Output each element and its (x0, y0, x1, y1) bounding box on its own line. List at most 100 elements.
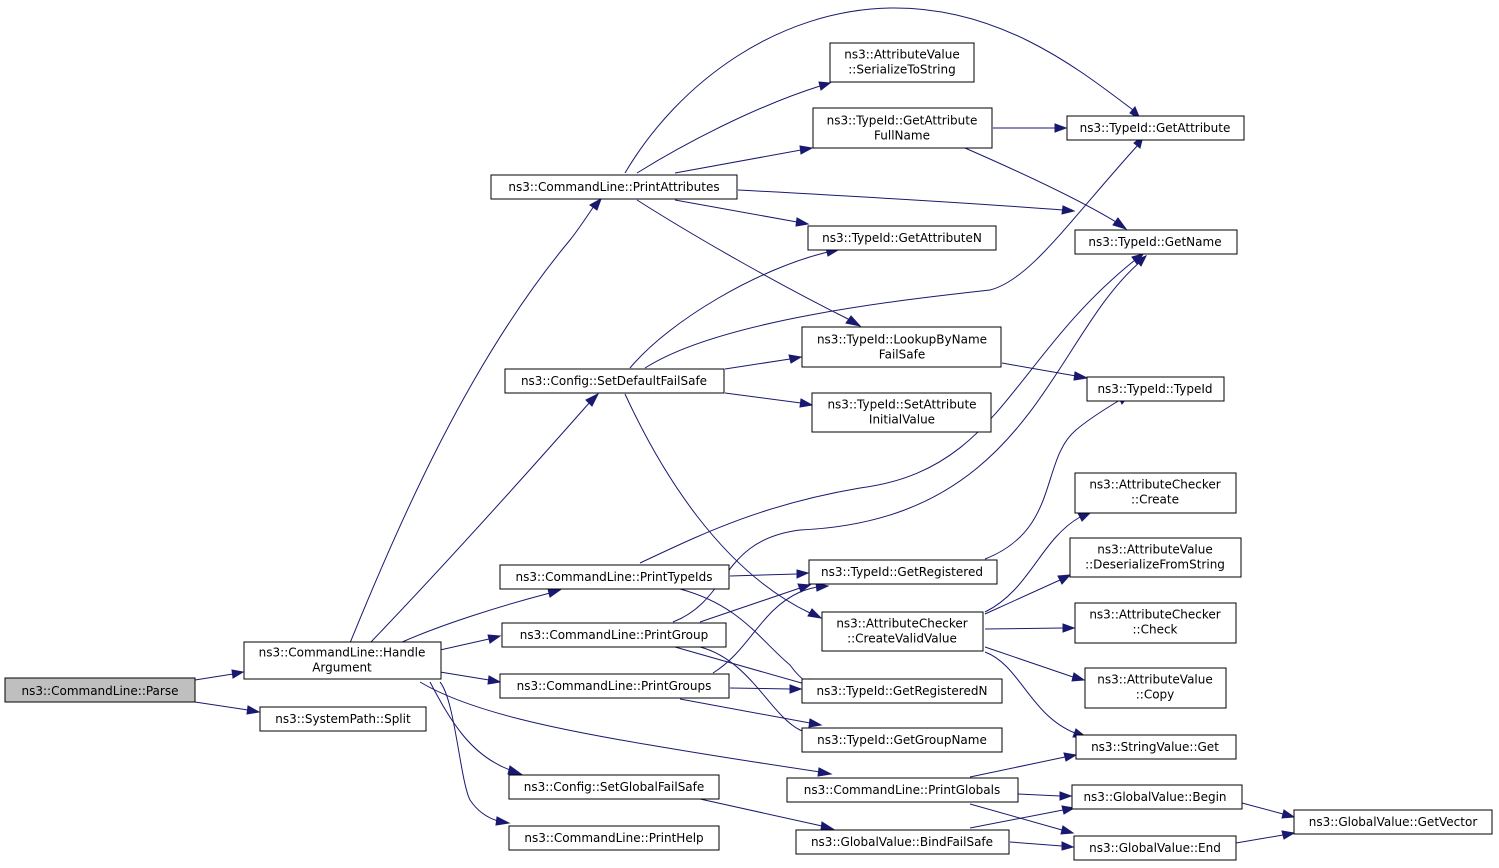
node-set-default-failsafe[interactable]: ns3::Config::SetDefaultFailSafe (504, 368, 725, 394)
node-label: ns3::TypeId::GetAttributeN (822, 231, 982, 245)
node-label: ns3::Config::SetGlobalFailSafe (524, 780, 705, 794)
node-label: ns3::CommandLine::PrintHelp (524, 831, 703, 845)
node-label: ns3::CommandLine::Handle (259, 646, 426, 660)
node-label: ns3::TypeId::GetAttribute (827, 114, 978, 128)
edge-handle-to-print-help (439, 681, 511, 826)
node-print-globals[interactable]: ns3::CommandLine::PrintGlobals (786, 777, 1019, 803)
node-label: ::Copy (1136, 688, 1175, 702)
node-label: ns3::CommandLine::PrintTypeIds (516, 570, 713, 584)
node-get-attribute[interactable]: ns3::TypeId::GetAttribute (1066, 115, 1245, 141)
edge-parse-to-split (194, 701, 261, 715)
edge-handle-to-print-groups (439, 671, 502, 685)
edge-handle-to-print-globals (419, 681, 833, 777)
node-label: FullName (874, 129, 930, 143)
node-get-name[interactable]: ns3::TypeId::GetName (1074, 229, 1238, 255)
node-print-groups[interactable]: ns3::CommandLine::PrintGroups (499, 673, 730, 699)
node-print-attributes[interactable]: ns3::CommandLine::PrintAttributes (490, 174, 738, 200)
node-print-type-ids[interactable]: ns3::CommandLine::PrintTypeIds (499, 564, 730, 590)
node-label: FailSafe (879, 348, 925, 362)
node-create-valid-value[interactable]: ns3::AttributeChecker::CreateValidValue (821, 611, 984, 652)
node-label: ns3::StringValue::Get (1091, 740, 1219, 754)
node-label: ::CreateValidValue (847, 632, 957, 646)
edge-set-default-to-set-attribute-initial (724, 392, 814, 408)
node-deserialize-from-string[interactable]: ns3::AttributeValue::DeserializeFromStri… (1069, 537, 1242, 578)
node-system-path-split[interactable]: ns3::SystemPath::Split (259, 706, 427, 732)
node-parse[interactable]: ns3::CommandLine::Parse (4, 677, 196, 703)
node-label: ns3::SystemPath::Split (275, 712, 411, 726)
node-label: ns3::AttributeValue (1097, 673, 1213, 687)
node-label: ns3::TypeId::SetAttribute (827, 398, 976, 412)
node-gv-end[interactable]: ns3::GlobalValue::End (1073, 835, 1237, 861)
edge-create-valid-to-deserialize (984, 574, 1072, 615)
node-get-registered-n[interactable]: ns3::TypeId::GetRegisteredN (801, 678, 1003, 704)
edge-print-group-to-get-registered (699, 583, 812, 623)
node-value-copy[interactable]: ns3::AttributeValue::Copy (1084, 667, 1227, 709)
edge-handle-to-set-default-failsafe (369, 392, 600, 644)
node-label: ::Check (1133, 623, 1178, 637)
node-label: ns3::TypeId::LookupByName (817, 333, 987, 347)
edge-create-valid-to-copy (984, 646, 1086, 682)
node-label: Argument (312, 661, 372, 675)
edge-print-groups-to-get-group-name (679, 698, 823, 728)
edge-full-name-to-get-name (964, 147, 1128, 230)
node-label: ::Create (1131, 493, 1179, 507)
node-label: ns3::TypeId::GetGroupName (817, 733, 987, 747)
node-label: ::SerializeToString (848, 63, 956, 77)
node-label: ns3::GlobalValue::BindFailSafe (811, 835, 993, 849)
node-label: ns3::TypeId::GetRegisteredN (817, 684, 988, 698)
edge-print-groups-to-get-registered-n (729, 684, 803, 694)
node-label: ns3::AttributeChecker (1089, 608, 1220, 622)
node-label: ns3::GlobalValue::Begin (1083, 790, 1226, 804)
node-serialize-to-string[interactable]: ns3::AttributeValue::SerializeToString (829, 42, 975, 83)
node-label: InitialValue (869, 413, 935, 427)
edge-create-valid-to-check (984, 623, 1076, 633)
node-label: ns3::TypeId::GetRegistered (821, 565, 983, 579)
edge-full-name-to-get-attribute (993, 123, 1068, 133)
node-string-value-get[interactable]: ns3::StringValue::Get (1075, 734, 1237, 760)
edge-bind-failsafe-to-gv-end (1009, 841, 1075, 851)
node-label: ns3::AttributeValue (844, 48, 960, 62)
node-label: ns3::AttributeChecker (1089, 478, 1220, 492)
node-label: ::DeserializeFromString (1085, 558, 1225, 572)
node-typeid-ctor[interactable]: ns3::TypeId::TypeId (1086, 376, 1225, 402)
edge-print-globals-to-gv-begin (1017, 791, 1073, 801)
node-label: ns3::TypeId::GetName (1088, 235, 1221, 249)
edge-print-attributes-to-serialize-to-string (636, 81, 832, 174)
edge-print-attributes-to-get-attribute-full-name (674, 145, 814, 174)
node-print-group[interactable]: ns3::CommandLine::PrintGroup (501, 622, 727, 648)
edge-bind-failsafe-to-gv-begin (969, 805, 1076, 829)
node-checker-check[interactable]: ns3::AttributeChecker::Check (1074, 602, 1237, 644)
node-label: ns3::GlobalValue::GetVector (1309, 815, 1478, 829)
edge-gv-begin-to-get-vector (1241, 802, 1296, 819)
edge-print-groups-to-get-registered (712, 582, 830, 674)
edge-print-globals-to-gv-end (969, 803, 1075, 835)
node-gv-get-vector[interactable]: ns3::GlobalValue::GetVector (1293, 809, 1493, 835)
node-label: ns3::CommandLine::PrintGlobals (804, 783, 1000, 797)
node-get-group-name[interactable]: ns3::TypeId::GetGroupName (801, 727, 1003, 753)
node-gv-begin[interactable]: ns3::GlobalValue::Begin (1071, 784, 1243, 810)
edge-lookup-to-typeid (1001, 362, 1089, 381)
node-print-help[interactable]: ns3::CommandLine::PrintHelp (508, 825, 720, 851)
edge-set-global-to-bind-failsafe (699, 798, 835, 831)
node-label: ns3::GlobalValue::End (1089, 841, 1221, 855)
node-set-global-failsafe[interactable]: ns3::Config::SetGlobalFailSafe (508, 774, 720, 800)
edge-print-attributes-to-get-name (737, 189, 1076, 215)
edge-handle-to-print-attributes (349, 197, 602, 644)
edge-set-default-to-lookup (724, 354, 803, 370)
edge-print-type-ids-to-get-registered (729, 569, 810, 579)
edge-set-default-to-create-valid (624, 393, 823, 619)
node-label: ns3::AttributeValue (1097, 543, 1213, 557)
node-label: ns3::TypeId::TypeId (1097, 382, 1212, 396)
edge-handle-to-print-group (439, 634, 502, 651)
node-bind-failsafe[interactable]: ns3::GlobalValue::BindFailSafe (795, 829, 1010, 855)
node-label: ns3::AttributeChecker (836, 617, 967, 631)
node-checker-create[interactable]: ns3::AttributeChecker::Create (1074, 472, 1237, 514)
node-get-attribute-n[interactable]: ns3::TypeId::GetAttributeN (807, 225, 997, 251)
node-get-registered[interactable]: ns3::TypeId::GetRegistered (808, 559, 998, 585)
